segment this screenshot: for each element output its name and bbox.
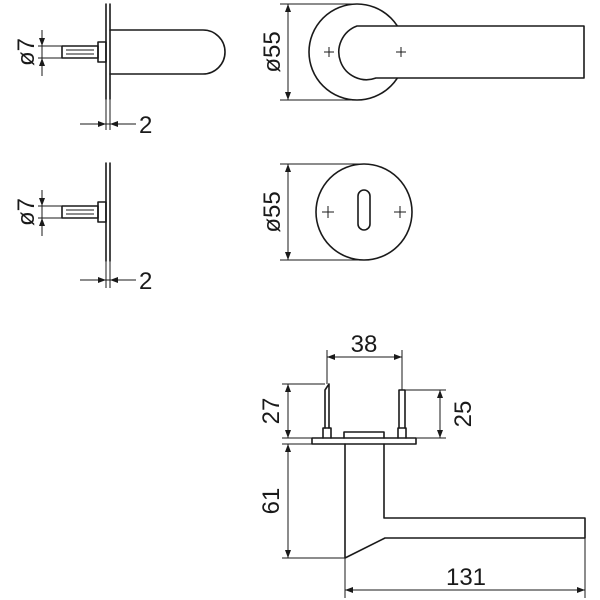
- screw-hole-mark: [322, 206, 334, 218]
- dimension-lever-projection: 61: [258, 443, 345, 559]
- fixing-pin-right: [398, 389, 406, 429]
- lever-front-view: [308, 3, 585, 101]
- dimension-spindle-top: ø7: [13, 30, 62, 76]
- rose-thickness-label: 2: [139, 268, 152, 295]
- lever-length-label: 131: [446, 564, 486, 591]
- fixing-pin-left: [324, 383, 330, 429]
- screw-hole-mark: [324, 47, 334, 57]
- pin-height-label: 27: [258, 398, 285, 425]
- dimension-spindle-bottom: ø7: [13, 190, 62, 236]
- lever-side-view: [61, 3, 226, 100]
- spindle-diameter-label: ø7: [13, 198, 40, 226]
- rose-diameter-label: ø55: [259, 31, 286, 72]
- dimension-pin-height-left: 27: [258, 383, 325, 439]
- dimension-fixing-distance: 38: [326, 331, 403, 390]
- spindle-shape: [61, 45, 99, 59]
- lever-projection-label: 61: [258, 488, 285, 515]
- keyhole: [357, 189, 371, 231]
- lever-grip-outline: [109, 29, 226, 75]
- spindle-collar: [97, 41, 107, 63]
- spindle-diameter-label: ø7: [13, 38, 40, 66]
- rose-diameter-label: ø55: [259, 191, 286, 232]
- lever-handle: [338, 25, 585, 81]
- rose-thickness-label: 2: [139, 112, 152, 139]
- dimension-rose-thickness-bottom: 2: [80, 261, 152, 295]
- dimension-pin-height-right: 25: [405, 389, 477, 439]
- dimension-rose-thickness-top: 2: [80, 99, 152, 139]
- spindle-shape: [61, 205, 99, 219]
- fixing-pin-base: [397, 427, 407, 439]
- dimension-lever-length: 131: [344, 538, 586, 598]
- dimension-key-rose-diameter: ø55: [259, 163, 364, 261]
- lever-profile: [344, 443, 586, 559]
- key-rose-front-view: [315, 163, 413, 261]
- rose-base-plate: [311, 437, 417, 445]
- rose-center-boss: [343, 431, 385, 439]
- screw-hole-mark: [394, 206, 406, 218]
- fixing-pin-base: [322, 427, 332, 439]
- key-rose-side-view: [61, 162, 111, 262]
- dimension-lever-rose-diameter: ø55: [259, 3, 357, 101]
- pin-height-label: 25: [450, 401, 477, 428]
- spindle-collar: [97, 201, 107, 223]
- fixing-distance-label: 38: [351, 331, 378, 358]
- lever-plan-view: [311, 383, 586, 559]
- screw-hole-mark: [396, 47, 406, 57]
